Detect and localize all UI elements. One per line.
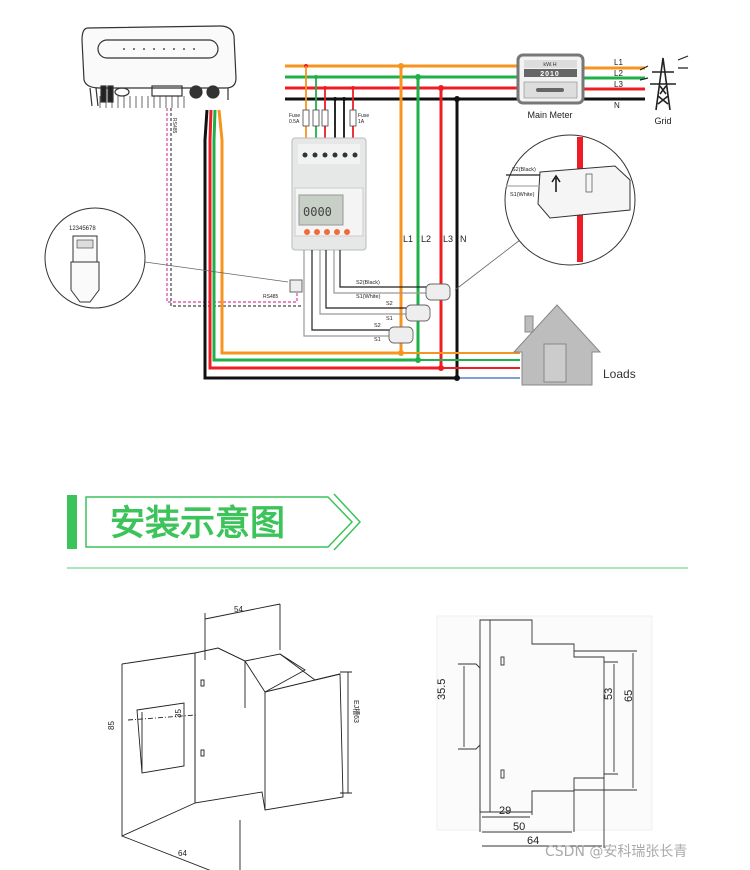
inverter-leds — [123, 48, 195, 50]
ct-wires — [303, 250, 430, 337]
ct2-s1-label: S1 — [386, 316, 393, 322]
grid-n-label: N — [614, 101, 620, 110]
meter-lcd-reading: 0000 — [303, 205, 332, 219]
isometric-drawing — [121, 603, 352, 870]
rs485-label: RS485 — [263, 294, 279, 300]
ct3-s1-label: S1 — [374, 337, 381, 343]
meter-unit: kW.H — [543, 62, 556, 68]
inverter-ac-cables — [203, 109, 457, 380]
side-dim-65: 65 — [623, 690, 635, 702]
l3-label: L3 — [443, 234, 453, 244]
n-label: N — [460, 234, 467, 244]
fuse1-rating: 0.5A — [289, 119, 300, 125]
ct2-s2-label: S2 — [386, 301, 393, 307]
fuse2-rating: 1A — [358, 119, 365, 125]
energy-meter-device — [291, 137, 367, 251]
section-title: 安装示意图 — [110, 504, 285, 544]
iso-dim-slot: EJ槽63 — [352, 700, 361, 723]
power-tower-icon — [639, 55, 689, 111]
section-heading — [67, 493, 688, 569]
zoom-s1-label: S1(White) — [510, 192, 535, 198]
meter-reading: 2010 — [540, 71, 560, 78]
main-meter-label: Main Meter — [527, 110, 572, 120]
iso-dim-35: 35 — [174, 709, 183, 718]
fuse-icons — [302, 109, 357, 127]
ct3-s2-label: S2 — [374, 323, 381, 329]
side-dim-64: 64 — [527, 835, 539, 847]
grid-l1-label: L1 — [614, 58, 623, 67]
current-transformers — [388, 283, 451, 344]
inverter — [81, 25, 237, 108]
side-view-drawing — [436, 615, 653, 848]
zoom-s2-label: S2(Black) — [512, 167, 536, 173]
csdn-watermark: CSDN @安科瑞张长青 — [545, 844, 687, 860]
iso-dim-85: 85 — [107, 721, 116, 730]
loads-label: Loads — [603, 367, 636, 381]
ct-s1-label: S1(White) — [356, 294, 381, 300]
side-dim-29: 29 — [499, 805, 511, 817]
l2-label: L2 — [421, 234, 431, 244]
side-dim-35-5: 35.5 — [436, 679, 448, 700]
fuse2-label: Fuse — [358, 113, 369, 119]
side-dim-53: 53 — [603, 688, 615, 700]
ct-magnifier — [504, 134, 636, 266]
ct-s2-label: S2(Black) — [356, 280, 380, 286]
iso-dim-54: 54 — [234, 605, 243, 614]
junction-dots — [304, 63, 460, 381]
rs485-cable — [166, 108, 301, 307]
side-dim-50: 50 — [513, 821, 525, 833]
grid-l3-label: L3 — [614, 80, 623, 89]
rj45-pin-numbers: 12345678 — [69, 226, 96, 232]
rs485-vertical-label: RS485 — [171, 118, 177, 134]
rs485-terminal — [289, 279, 303, 293]
rj45-plug-magnifier — [44, 207, 146, 309]
fuse1-label: Fuse — [289, 113, 300, 119]
iso-dim-64: 64 — [178, 849, 187, 858]
house-icon — [512, 304, 602, 386]
main-meter — [516, 53, 585, 105]
grid-label: Grid — [654, 116, 671, 126]
l1-label: L1 — [403, 234, 413, 244]
grid-l2-label: L2 — [614, 69, 623, 78]
